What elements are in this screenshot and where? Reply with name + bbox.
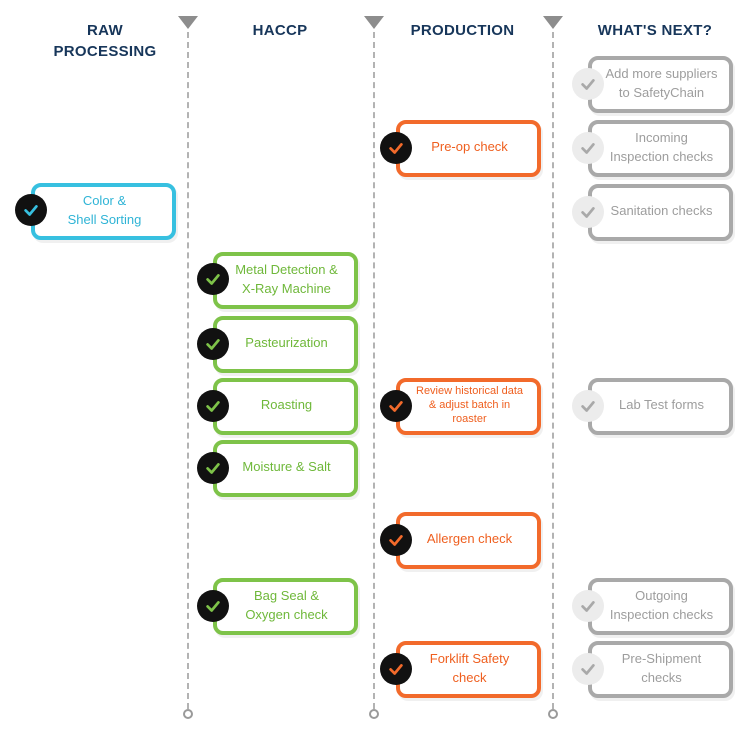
- check-icon: [197, 590, 229, 622]
- step-review-historical-data: Review historical data & adjust batch in…: [396, 378, 541, 435]
- step-label: Metal Detection & X-Ray Machine: [235, 261, 338, 296]
- step-label: Review historical data & adjust batch in…: [416, 385, 523, 425]
- check-icon: [572, 68, 604, 100]
- step-label: Sanitation checks: [610, 203, 713, 218]
- step-pre-op-check: Pre-op check: [396, 120, 541, 177]
- step-pasteurization: Pasteurization: [213, 316, 358, 373]
- circle-end-icon: [548, 709, 558, 719]
- next-outgoing-inspection: Outgoing Inspection checks: [588, 578, 733, 635]
- circle-end-icon: [183, 709, 193, 719]
- step-label: Roasting: [260, 397, 313, 412]
- step-label: Outgoing Inspection checks: [609, 587, 714, 622]
- column-divider-line: [552, 32, 554, 709]
- triangle-down-icon: [543, 16, 563, 29]
- check-icon: [380, 390, 412, 422]
- step-moisture-salt: Moisture & Salt: [213, 440, 358, 497]
- step-label: Pasteurization: [245, 335, 328, 350]
- step-bag-seal: Bag Seal & Oxygen check: [213, 578, 358, 635]
- step-label: Lab Test forms: [618, 397, 705, 412]
- next-add-suppliers: Add more suppliers to SafetyChain: [588, 56, 733, 113]
- step-forklift-safety-check: Forklift Safety check: [396, 641, 541, 698]
- check-icon: [572, 590, 604, 622]
- check-icon: [572, 390, 604, 422]
- column-header-haccp: HACCP: [252, 22, 308, 39]
- column-divider-line: [373, 32, 375, 709]
- triangle-down-icon: [364, 16, 384, 29]
- next-incoming-inspection: Incoming Inspection checks: [588, 120, 733, 177]
- step-label: Bag Seal & Oxygen check: [245, 587, 328, 622]
- check-icon: [197, 328, 229, 360]
- step-label: Pre-Shipment checks: [621, 650, 702, 685]
- step-allergen-check: Allergen check: [396, 512, 541, 569]
- check-icon: [15, 194, 47, 226]
- check-icon: [380, 524, 412, 556]
- step-label: Forklift Safety check: [429, 650, 510, 685]
- next-lab-test-forms: Lab Test forms: [588, 378, 733, 435]
- check-icon: [197, 452, 229, 484]
- step-label: Pre-op check: [431, 139, 508, 154]
- step-metal-detection: Metal Detection & X-Ray Machine: [213, 252, 358, 309]
- next-sanitation-checks: Sanitation checks: [588, 184, 733, 241]
- column-header-raw-processing: RAW PROCESSING: [53, 22, 157, 60]
- step-label: Moisture & Salt: [242, 459, 331, 474]
- column-header-production: PRODUCTION: [410, 22, 515, 39]
- triangle-down-icon: [178, 16, 198, 29]
- step-label: Add more suppliers to SafetyChain: [605, 65, 718, 100]
- check-icon: [572, 653, 604, 685]
- next-pre-shipment-checks: Pre-Shipment checks: [588, 641, 733, 698]
- check-icon: [197, 263, 229, 295]
- step-label: Color & Shell Sorting: [67, 192, 142, 227]
- step-label: Incoming Inspection checks: [609, 129, 714, 164]
- step-label: Allergen check: [426, 531, 513, 546]
- column-divider-line: [187, 32, 189, 709]
- check-icon: [380, 653, 412, 685]
- check-icon: [572, 132, 604, 164]
- check-icon: [380, 132, 412, 164]
- step-color-shell-sorting: Color & Shell Sorting: [31, 183, 176, 240]
- step-roasting: Roasting: [213, 378, 358, 435]
- check-icon: [572, 196, 604, 228]
- column-header-whats-next: WHAT'S NEXT?: [597, 22, 713, 39]
- circle-end-icon: [369, 709, 379, 719]
- check-icon: [197, 390, 229, 422]
